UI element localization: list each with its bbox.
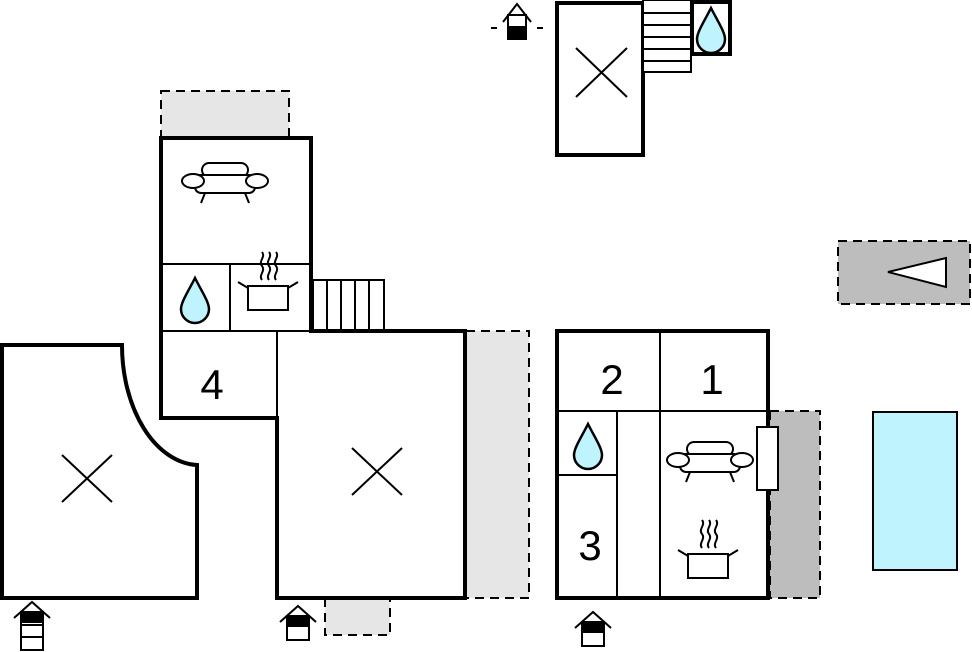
entrance-icon: [279, 605, 317, 641]
pool-icon: [872, 411, 958, 571]
terrace: [160, 90, 290, 138]
stairs-icon: [312, 279, 385, 331]
room-number-2: 2: [600, 356, 623, 403]
room-number-1: 1: [700, 356, 723, 403]
middle-building: 4: [159, 136, 467, 600]
top-building: [555, 0, 732, 157]
room-number-4: 4: [200, 361, 223, 408]
terrace: [324, 597, 391, 636]
terrace: [465, 330, 530, 599]
room-number-3: 3: [578, 522, 601, 569]
stairs-icon: [642, 0, 692, 73]
entrance-icon: [574, 611, 612, 647]
entrance-icon: [491, 2, 543, 40]
left-building: [0, 343, 199, 600]
parking-arrow-icon: [887, 256, 947, 289]
parking-area: [837, 240, 971, 305]
window: [756, 426, 779, 491]
right-building: 2 1 3: [555, 329, 779, 600]
